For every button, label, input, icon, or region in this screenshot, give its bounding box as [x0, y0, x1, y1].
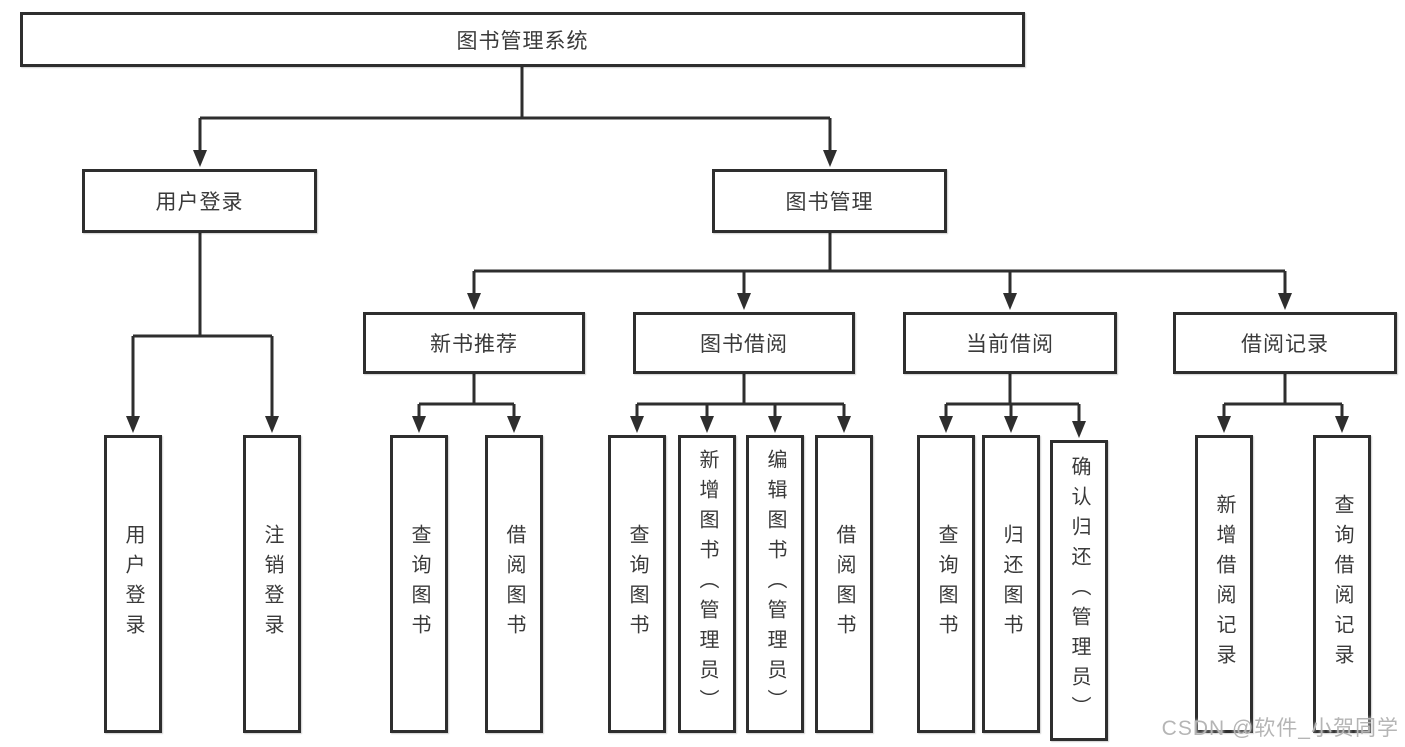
connector-cb-to-leaves — [939, 374, 1086, 438]
leaf-bb-add-book-admin: 新增图书（管理员） — [678, 435, 736, 733]
connector-br-to-leaves — [1217, 374, 1349, 433]
node-book-borrowing: 图书借阅 — [633, 312, 855, 374]
connector-root-to-level2 — [193, 67, 837, 167]
leaf-br-query-record: 查询借阅记录 — [1313, 435, 1371, 733]
connector-bookmgmt-to-level3 — [467, 233, 1292, 310]
arrow-down-icon — [823, 150, 837, 167]
arrow-down-icon — [265, 416, 279, 433]
leaf-rec-borrow-book: 借阅图书 — [485, 435, 543, 733]
arrow-down-icon — [507, 416, 521, 433]
arrow-down-icon — [1335, 416, 1349, 433]
node-user-login: 用户登录 — [82, 169, 317, 233]
arrow-down-icon — [1072, 421, 1086, 438]
leaf-bb-query-book: 查询图书 — [608, 435, 666, 733]
leaf-cb-query-book: 查询图书 — [917, 435, 975, 733]
arrow-down-icon — [126, 416, 140, 433]
arrow-down-icon — [1217, 416, 1231, 433]
leaf-br-add-record: 新增借阅记录 — [1195, 435, 1253, 733]
arrow-down-icon — [737, 293, 751, 310]
arrow-down-icon — [939, 416, 953, 433]
leaf-cb-return-book: 归还图书 — [982, 435, 1040, 733]
leaf-user-login: 用户登录 — [104, 435, 162, 733]
node-book-management: 图书管理 — [712, 169, 947, 233]
connector-bb-to-leaves — [630, 374, 851, 433]
leaf-bb-borrow-book: 借阅图书 — [815, 435, 873, 733]
arrow-down-icon — [412, 416, 426, 433]
leaf-rec-query-book: 查询图书 — [390, 435, 448, 733]
leaf-bb-edit-book-admin: 编辑图书（管理员） — [746, 435, 804, 733]
arrow-down-icon — [193, 150, 207, 167]
leaf-logout: 注销登录 — [243, 435, 301, 733]
node-current-borrowing: 当前借阅 — [903, 312, 1117, 374]
arrow-down-icon — [630, 416, 644, 433]
arrow-down-icon — [700, 416, 714, 433]
node-borrowing-records: 借阅记录 — [1173, 312, 1397, 374]
node-new-book-recommendation: 新书推荐 — [363, 312, 585, 374]
connector-rec-to-leaves — [412, 374, 521, 433]
csdn-watermark: CSDN @软件_小贺同学 — [1161, 717, 1399, 740]
leaf-cb-confirm-return-admin: 确认归还（管理员） — [1050, 440, 1108, 741]
node-root-system: 图书管理系统 — [20, 12, 1025, 67]
arrow-down-icon — [1003, 293, 1017, 310]
arrow-down-icon — [768, 416, 782, 433]
arrow-down-icon — [1004, 416, 1018, 433]
arrow-down-icon — [1278, 293, 1292, 310]
connector-userlogin-to-leaves — [126, 233, 279, 433]
arrow-down-icon — [837, 416, 851, 433]
arrow-down-icon — [467, 293, 481, 310]
